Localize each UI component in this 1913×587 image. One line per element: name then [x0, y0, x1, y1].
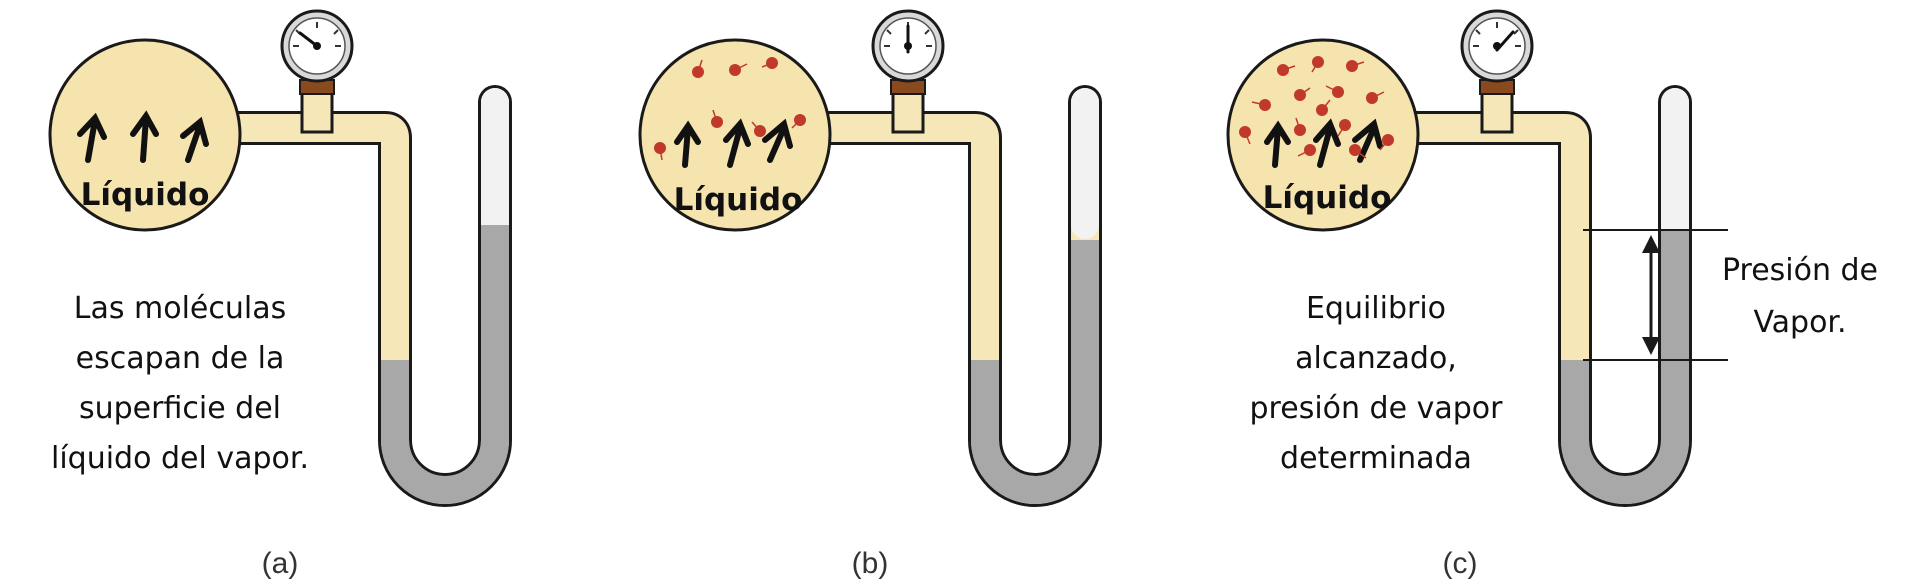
panel-label-b: (b) [852, 547, 889, 580]
molecule [761, 57, 778, 69]
pressure-label-line: Vapor. [1753, 305, 1846, 340]
molecule [692, 59, 704, 78]
vapor-molecules-c [1239, 56, 1394, 159]
pressure-gauge-a [280, 9, 354, 83]
description-line: presión de vapor [1250, 391, 1504, 426]
gauge-stem-b [890, 79, 926, 134]
molecule [1297, 144, 1316, 157]
panel-label-c: (c) [1443, 547, 1478, 580]
molecule [1294, 117, 1306, 136]
flask-label-c: Líquido [1263, 180, 1392, 216]
pressure-label-line: Presión de [1722, 253, 1878, 288]
molecule [1311, 56, 1324, 73]
molecule [1277, 64, 1296, 76]
molecule [1316, 99, 1331, 116]
flask-label-a: Líquido [81, 177, 210, 213]
description-line: Las moléculas [74, 291, 287, 326]
manometer-tube-c [1393, 85, 1692, 507]
pressure-gauge-c [1460, 9, 1534, 83]
description-line: superficie del [79, 391, 281, 426]
molecule [711, 109, 723, 128]
manometer-tube-b [803, 85, 1102, 507]
molecule [1349, 144, 1367, 159]
molecule [1337, 119, 1351, 137]
molecule [791, 114, 806, 129]
pressure-gauge-b [871, 9, 945, 83]
description-c: Equilibrio alcanzado, presión de vapor d… [1250, 291, 1504, 476]
description-line: Equilibrio [1306, 291, 1446, 326]
manometer-tube-a [213, 85, 512, 507]
molecule [729, 63, 748, 76]
molecule [1379, 134, 1394, 151]
description-a: Las moléculas escapan de la superficie d… [51, 291, 309, 476]
molecule [1346, 60, 1365, 72]
description-line: alcanzado, [1295, 341, 1457, 376]
molecule [751, 121, 766, 137]
panel-label-a: (a) [262, 547, 299, 580]
molecule [654, 142, 666, 161]
flask-b [638, 38, 832, 232]
flask-label-b: Líquido [674, 182, 803, 218]
vapor-molecules-b [654, 57, 806, 161]
molecule [1325, 85, 1344, 98]
panel-c: Líquido Presión de Vapor. Equilibrio alc… [1226, 9, 1878, 580]
panel-b: Líquido (b) [638, 9, 1102, 580]
escape-arrows-a [77, 110, 209, 163]
description-line: escapan de la [76, 341, 285, 376]
panel-a: Líquido Las moléculas escapan de la supe… [48, 9, 512, 580]
escape-arrows-b [674, 118, 793, 168]
molecule [1251, 99, 1271, 111]
gauge-stem-a [299, 79, 335, 134]
description-line: determinada [1280, 441, 1472, 476]
molecule [1239, 126, 1251, 145]
vapor-pressure-measurement: Presión de Vapor. [1583, 229, 1878, 361]
description-line: líquido del vapor. [51, 441, 309, 476]
molecule [1294, 87, 1311, 101]
molecule [1366, 91, 1385, 104]
gauge-stem-c [1479, 79, 1515, 134]
